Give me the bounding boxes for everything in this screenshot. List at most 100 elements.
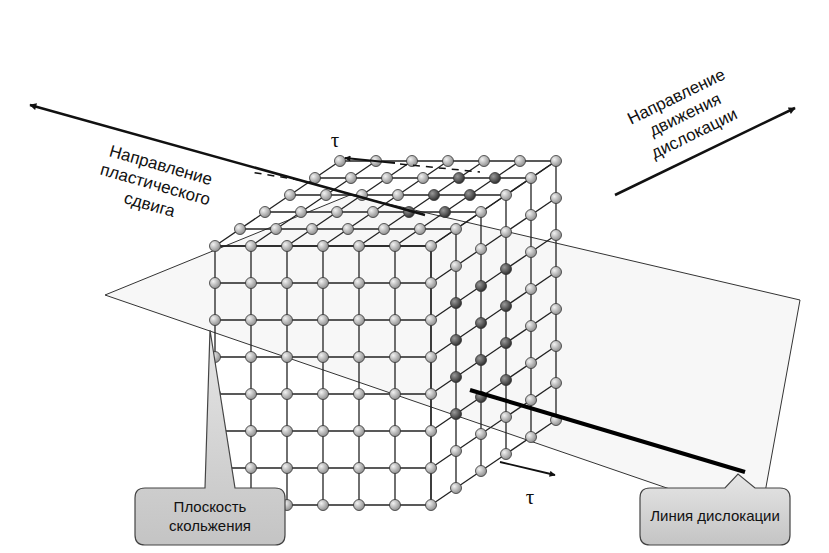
lattice-atom bbox=[526, 284, 537, 295]
lattice-atom bbox=[454, 173, 465, 184]
lattice-bond bbox=[431, 161, 556, 246]
lattice-atom bbox=[285, 190, 296, 201]
lattice-atom bbox=[390, 315, 401, 326]
lattice-atom bbox=[354, 278, 365, 289]
lattice-atom bbox=[476, 466, 487, 477]
lattice-atom bbox=[282, 426, 293, 437]
lattice-atom bbox=[354, 426, 365, 437]
lattice-atom bbox=[246, 389, 257, 400]
lattice-atom bbox=[318, 426, 329, 437]
lattice-atom bbox=[526, 358, 537, 369]
lattice-atom bbox=[440, 207, 451, 218]
lattice-atom bbox=[418, 173, 429, 184]
lattice-atom bbox=[382, 173, 393, 184]
lattice-atom bbox=[354, 315, 365, 326]
lattice-atom bbox=[426, 426, 437, 437]
crystal-lattice bbox=[210, 156, 562, 511]
lattice-atom bbox=[246, 463, 257, 474]
lattice-atom bbox=[282, 352, 293, 363]
callout-text: Плоскость скольжения bbox=[135, 492, 285, 542]
lattice-atom bbox=[354, 389, 365, 400]
shear-direction-arrow bbox=[30, 105, 425, 215]
lattice-atom bbox=[246, 278, 257, 289]
lattice-atom bbox=[515, 156, 526, 167]
lattice-atom bbox=[318, 500, 329, 511]
stress-symbol: τ bbox=[515, 485, 545, 510]
lattice-atom bbox=[501, 412, 512, 423]
lattice-atom bbox=[476, 318, 487, 329]
lattice-atom bbox=[501, 449, 512, 460]
lattice-atom bbox=[426, 500, 437, 511]
lattice-atom bbox=[390, 463, 401, 474]
shear-stress-arrow bbox=[500, 462, 555, 475]
lattice-atom bbox=[551, 193, 562, 204]
lattice-atom bbox=[321, 190, 332, 201]
lattice-atom bbox=[296, 207, 307, 218]
lattice-atom bbox=[379, 224, 390, 235]
lattice-atom bbox=[451, 224, 462, 235]
lattice-atom bbox=[476, 281, 487, 292]
lattice-bond bbox=[431, 272, 556, 357]
callout-box: Линия дислокации bbox=[640, 488, 790, 545]
lattice-atom bbox=[451, 446, 462, 457]
lattice-atom bbox=[526, 321, 537, 332]
lattice-atom bbox=[526, 432, 537, 443]
lattice-atom bbox=[390, 500, 401, 511]
callout-text: Линия дислокации bbox=[640, 501, 790, 532]
lattice-atom bbox=[246, 315, 257, 326]
lattice-atom bbox=[354, 463, 365, 474]
lattice-atom bbox=[451, 372, 462, 383]
lattice-atom bbox=[451, 335, 462, 346]
lattice-atom bbox=[426, 278, 437, 289]
lattice-atom bbox=[429, 190, 440, 201]
lattice-atom bbox=[246, 352, 257, 363]
lattice-atom bbox=[551, 304, 562, 315]
lattice-atom bbox=[443, 156, 454, 167]
lattice-atom bbox=[451, 261, 462, 272]
lattice-atom bbox=[307, 224, 318, 235]
lattice-atom bbox=[476, 429, 487, 440]
lattice-atom bbox=[335, 156, 346, 167]
lattice-atom bbox=[551, 341, 562, 352]
lattice-atom bbox=[346, 173, 357, 184]
callout-outline bbox=[135, 330, 285, 545]
lattice-atom bbox=[282, 241, 293, 252]
lattice-atom bbox=[426, 241, 437, 252]
lattice-atom bbox=[551, 267, 562, 278]
lattice-atom bbox=[282, 389, 293, 400]
lattice-atom bbox=[451, 483, 462, 494]
lattice-atom bbox=[332, 207, 343, 218]
lattice-atom bbox=[318, 389, 329, 400]
arrow-label: Направление пластического сдвига bbox=[84, 138, 226, 233]
stress-symbol: τ bbox=[320, 128, 350, 153]
dashed-trace bbox=[400, 164, 480, 172]
lattice-atom bbox=[318, 463, 329, 474]
lattice-atom bbox=[235, 224, 246, 235]
lattice-atom bbox=[390, 241, 401, 252]
lattice-atom bbox=[501, 375, 512, 386]
lattice-atom bbox=[390, 278, 401, 289]
lattice-atom bbox=[465, 190, 476, 201]
lattice-bond bbox=[431, 161, 556, 246]
lattice-atom bbox=[210, 278, 221, 289]
callout-outline bbox=[640, 474, 790, 545]
lattice-atom bbox=[426, 315, 437, 326]
lattice-bond bbox=[431, 309, 556, 394]
lattice-atom bbox=[343, 224, 354, 235]
lattice-atom bbox=[246, 426, 257, 437]
lattice-atom bbox=[451, 298, 462, 309]
lattice-atom bbox=[526, 210, 537, 221]
lattice-atom bbox=[310, 173, 321, 184]
lattice-atom bbox=[368, 207, 379, 218]
lattice-bond bbox=[431, 346, 556, 431]
dislocation-line bbox=[470, 390, 745, 472]
lattice-atom bbox=[260, 207, 271, 218]
lattice-atom bbox=[282, 315, 293, 326]
lattice-atom bbox=[551, 156, 562, 167]
lattice-atom bbox=[426, 463, 437, 474]
lattice-atom bbox=[210, 315, 221, 326]
lattice-atom bbox=[526, 173, 537, 184]
lattice-atom bbox=[354, 352, 365, 363]
lattice-atom bbox=[390, 389, 401, 400]
lattice-atom bbox=[271, 224, 282, 235]
